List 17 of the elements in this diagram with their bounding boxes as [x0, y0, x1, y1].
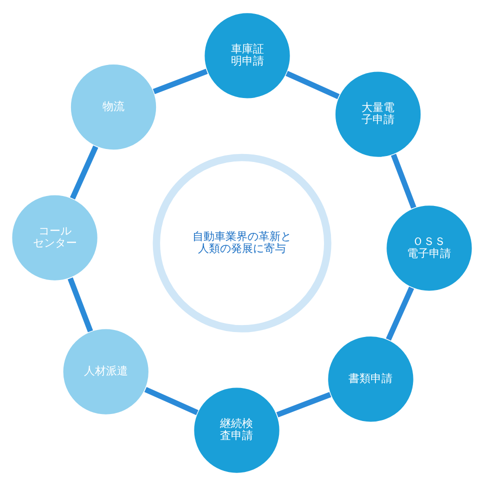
connector [152, 68, 208, 94]
node-circle: 自動車業界の革新と人類の発展に寄与 [152, 153, 332, 332]
node-circle: ＯＳＳ電子申請 [386, 204, 473, 292]
node-circle: 車庫証明申請 [204, 12, 291, 99]
node-circle: 大量電子申請 [334, 70, 422, 158]
node-circle: 書類申請 [327, 335, 414, 422]
node-circle: 物流 [70, 63, 157, 150]
connector [386, 286, 414, 340]
connector [276, 392, 332, 417]
node-circle: コールセンター [11, 194, 98, 281]
node-circle: 人材派遣 [62, 328, 150, 415]
connector [144, 386, 198, 415]
connector [286, 70, 340, 99]
node-circle: 継続検査申請 [193, 386, 280, 474]
connector [68, 276, 94, 332]
connector [70, 145, 98, 199]
connector [390, 153, 416, 208]
